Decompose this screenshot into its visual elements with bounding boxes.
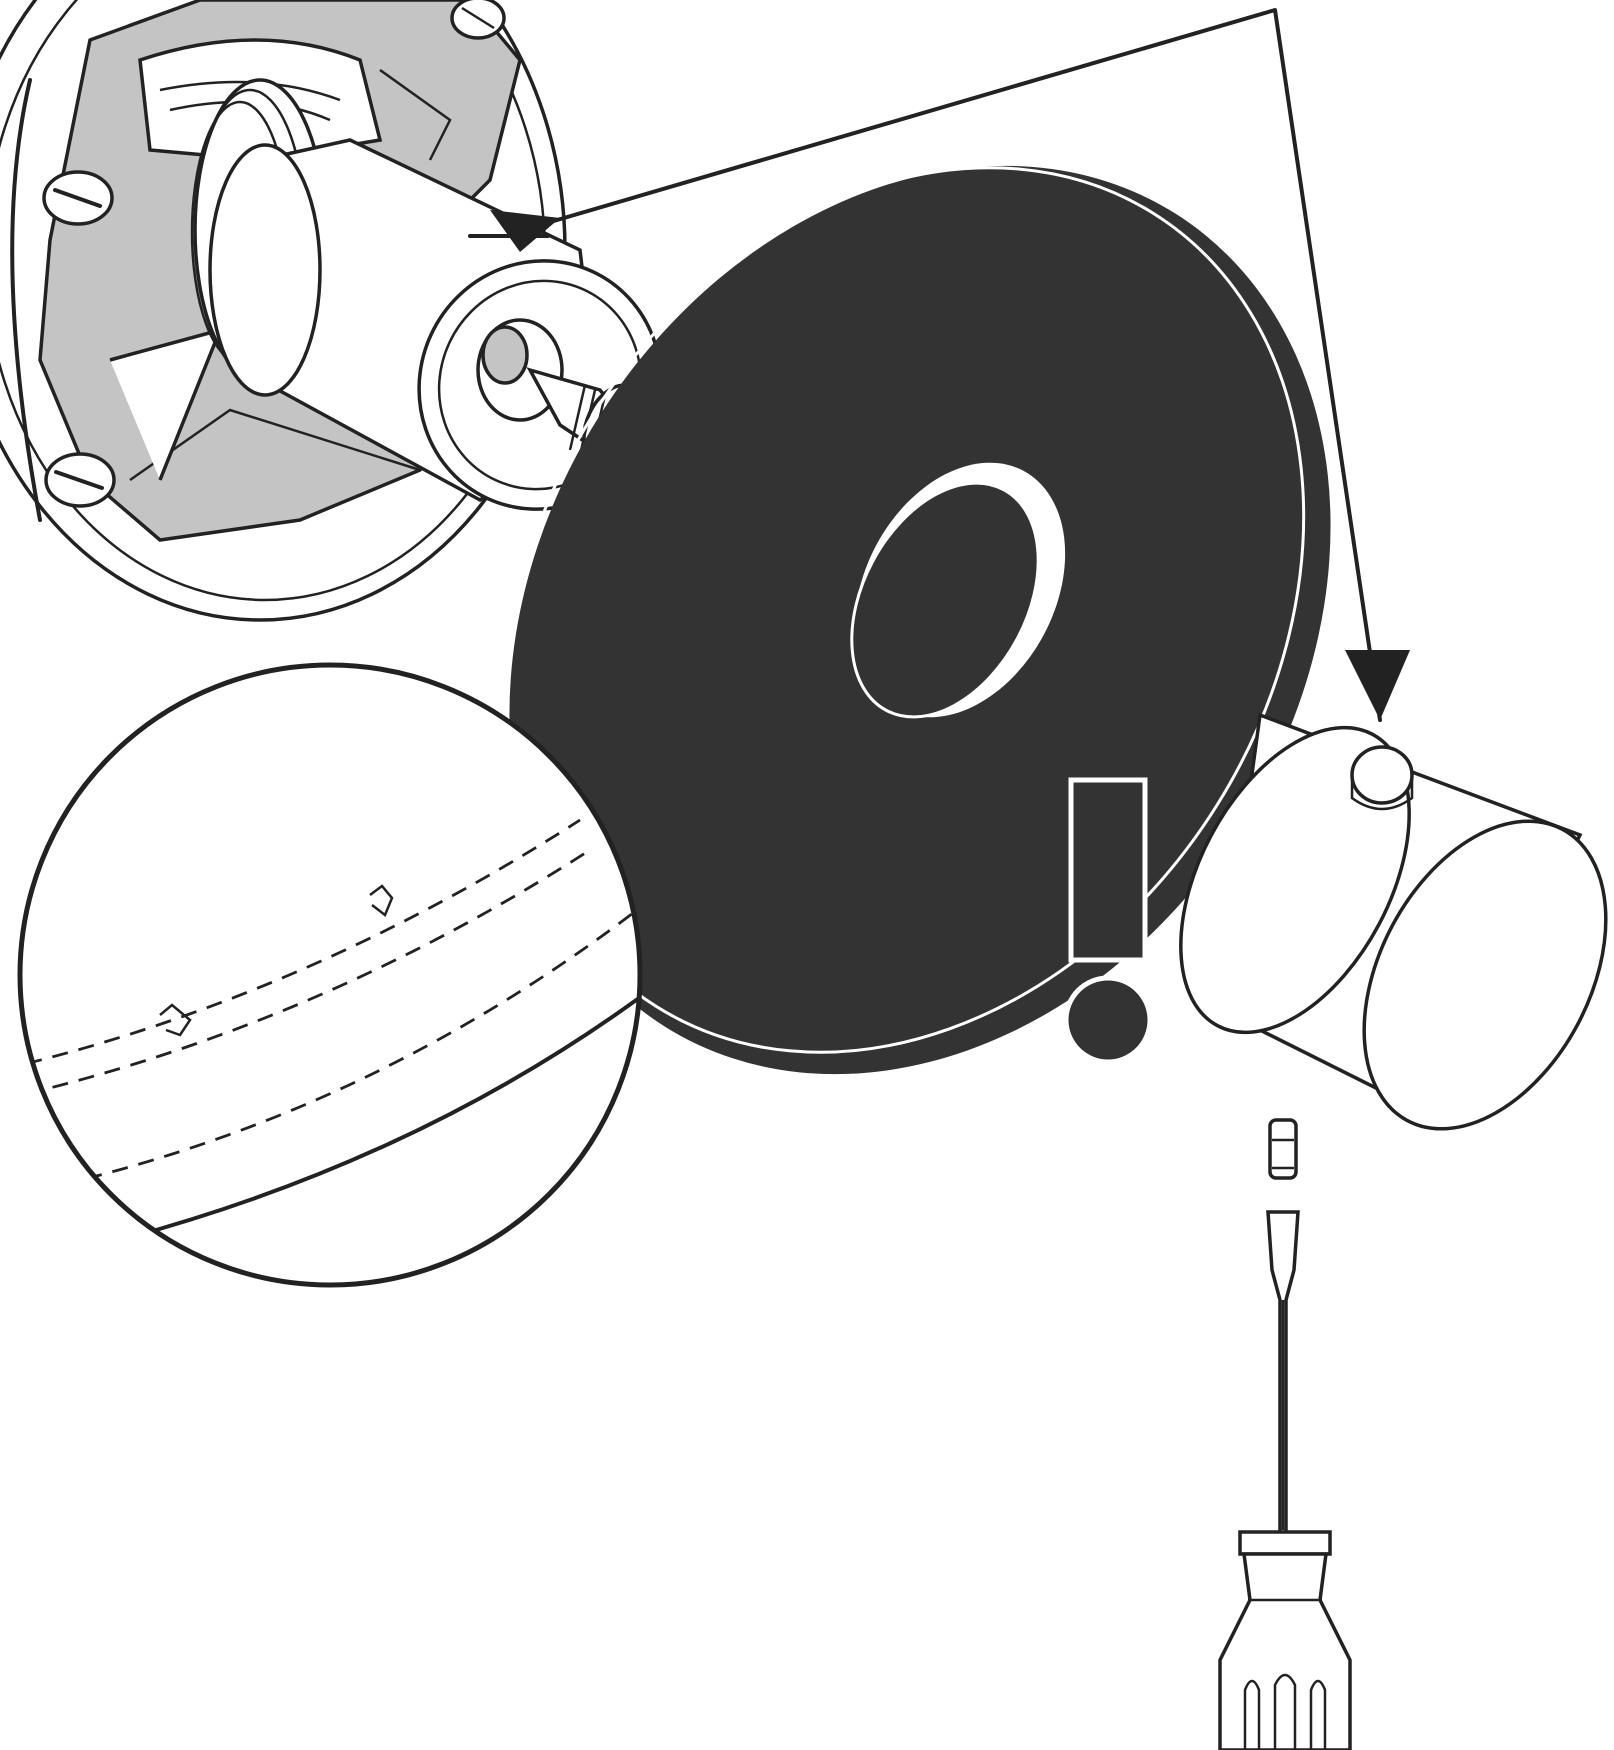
screw-left-upper	[42, 170, 114, 226]
screw-left-lower	[44, 452, 116, 508]
set-screw	[1268, 1118, 1298, 1180]
arrowhead-to-cartridge	[490, 210, 560, 252]
guide-arrows	[468, 8, 1410, 722]
detail-magnifier	[17, 662, 643, 1288]
screwdriver	[1218, 1210, 1352, 1750]
arrowhead-to-knob	[1345, 650, 1410, 720]
handle-knob	[1179, 712, 1608, 1131]
exclamation-icon	[1063, 777, 1153, 1065]
screw-top	[450, 0, 506, 40]
